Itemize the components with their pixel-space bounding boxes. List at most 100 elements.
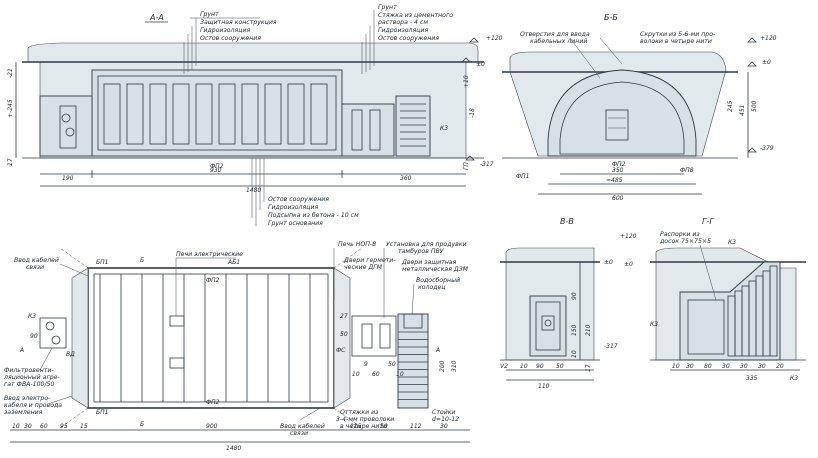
section-bb-title: Б-Б — [604, 13, 618, 22]
section-bb: Б-Б Отверстия для ввода кабельных линий … — [502, 13, 777, 202]
plan-callout-comm2-2: связи — [290, 430, 308, 437]
vv-dim-10-side: 10 — [571, 350, 578, 358]
plan-callout-pvu-1: Установка для продувки — [386, 241, 467, 248]
bb-dim-485: ≈485 — [606, 177, 623, 184]
bb-dim-350: 350 — [612, 167, 624, 174]
aa-chamber-rib — [310, 83, 328, 145]
vv-hatch-lock — [541, 315, 555, 331]
aa-callout-r-screed: Стяжка из цементного — [378, 12, 453, 19]
vv-dim-50: 50 — [556, 363, 564, 370]
vv-level-minus317: -317 — [604, 343, 618, 350]
gg-stair-step — [769, 265, 778, 357]
aa-dim-18: -18 — [469, 108, 476, 118]
vv-dim-150: 150 — [571, 324, 578, 336]
aa-dim-gp: ГП — [463, 162, 470, 170]
plan-dim-900: 900 — [206, 423, 218, 430]
bb-level-plus120: +120 — [760, 35, 777, 42]
plan-dim-50c: 50 — [388, 361, 396, 368]
plan-stair-treads — [398, 331, 428, 400]
plan-guy-wires — [59, 247, 363, 429]
bb-callout-twist-1: Скрутки из 5-6-ми про- — [640, 31, 715, 38]
gg-dim-20: 20 — [776, 363, 784, 370]
aa-chamber-ribs — [103, 83, 328, 145]
section-vv-title: В-В — [560, 217, 574, 226]
aa-filter-wheel — [61, 113, 71, 123]
plan-drainage-pit — [403, 313, 423, 329]
plan-callout-dzm-1: Двери защитная — [401, 259, 457, 266]
plan-callout-guy-3: в четыре нити — [340, 423, 387, 430]
bb-callout-cable-2: кабельных линий — [530, 37, 587, 45]
gg-callout-braces-2: досок 75×75×5 — [659, 238, 711, 245]
aa-chamber-rib — [103, 83, 121, 145]
gg-mark-k3-bottom: К3 — [790, 375, 798, 382]
aa-dim-10: +10 — [463, 75, 470, 88]
vv-level-zero: ±0 — [604, 259, 613, 266]
plan-callout-dzm-2: металлическая ДЗМ — [402, 266, 469, 273]
aa-callout-r-frame: Остов сооружения — [378, 35, 439, 42]
plan-callout-comm-2: связи — [26, 264, 44, 271]
plan-mark-fs: ФС — [336, 347, 346, 354]
plan-callout-comm-1: Ввод кабелей — [14, 256, 59, 264]
bb-callout-cable-1: Отверстия для ввода — [520, 31, 590, 38]
plan-callout-fva-1: Фильтровенти- — [4, 367, 54, 374]
plan-dim-30b: 30 — [440, 423, 448, 430]
plan-callout-well-1: Водосборный — [416, 276, 460, 284]
plan-dim-10c: 10 — [396, 371, 404, 378]
aa-dim-1480: 1480 — [246, 187, 261, 194]
plan-door-dzm — [379, 323, 391, 349]
aa-dim-21: -21 — [7, 68, 14, 78]
aa-level-zero: ±0 — [476, 61, 485, 68]
plan-mark-a-left: А — [19, 347, 24, 354]
aa-callout-protective: Защитная конструкция — [200, 19, 277, 26]
plan-mark-ab1: АБ1 — [227, 259, 240, 266]
aa-left-callouts: Грунт Защитная конструкция Гидроизоляция… — [183, 11, 277, 74]
aa-filter-wheel-2 — [65, 127, 75, 137]
bb-door — [605, 109, 629, 141]
aa-callout-b-ground: Грунт основания — [268, 220, 323, 227]
plan-dim-30: 30 — [24, 423, 32, 430]
aa-callout-r-waterproof: Гидроизоляция — [378, 27, 428, 34]
aa-callout-waterproof: Гидроизоляция — [200, 27, 250, 34]
plan-dim-60: 60 — [40, 423, 48, 430]
aa-callout-b-concrete: Подсыпка из бетона - 10 см — [268, 211, 359, 219]
aa-dim-17: 17 — [7, 158, 14, 166]
plan-dim-50: 50 — [380, 423, 388, 430]
aa-right-vestibule — [341, 103, 395, 157]
vv-dim-v2: V2 — [500, 363, 508, 370]
plan-dim-115: 115 — [350, 423, 362, 430]
section-gg: Г-Г Распорки из досок 75×75×5 +120 ±0 К3… — [620, 217, 806, 382]
gg-dim-80: 80 — [704, 363, 712, 370]
plan-mark-b-top: Б — [140, 257, 144, 264]
plan-callout-elec-2: кабеля и провода — [4, 401, 62, 409]
plan-right-endwall — [333, 267, 351, 409]
plan-main-chamber — [87, 267, 335, 409]
plan-dim-95: 95 — [60, 423, 68, 430]
aa-well-rungs — [400, 103, 426, 147]
bb-level-zero: ±0 — [762, 59, 771, 66]
aa-chamber-rib — [264, 83, 282, 145]
plan-dim-27: 27 — [340, 313, 348, 320]
aa-mark-k3: К3 — [440, 125, 448, 132]
gg-vestibule — [687, 299, 725, 355]
plan-dim-9: 9 — [364, 361, 368, 368]
gg-dim-335: 335 — [746, 375, 758, 382]
gg-dim-30b: 30 — [722, 363, 730, 370]
plan-dim-10: 10 — [12, 423, 20, 430]
plan-callout-nop8: Печь НОП-8 — [338, 241, 376, 248]
aa-dim-190: 190 — [62, 175, 74, 182]
aa-callout-soil: Грунт — [200, 11, 219, 18]
plan-callout-fva-3: гат ФВА-100/50 — [4, 381, 54, 388]
vv-dim-90: 90 — [571, 292, 578, 300]
bb-arch-inner — [559, 81, 685, 155]
plan-callout-dgm-2: ческие ДГМ — [344, 264, 383, 271]
section-gg-title: Г-Г — [702, 217, 714, 226]
plan-dim-310: 310 — [451, 360, 458, 372]
gg-callout-braces-1: Распорки из — [660, 231, 700, 238]
gg-level-plus120: +120 — [620, 233, 637, 240]
aa-callout-r-soil: Грунт — [378, 4, 397, 11]
plan-callout-post-2: d=10-12 — [432, 416, 459, 423]
vv-dim-17: 17 — [585, 364, 592, 372]
aa-callout-b-waterproof: Гидроизоляция — [268, 204, 318, 211]
aa-bottom-callouts: Остов сооружения Гидроизоляция Подсыпка … — [251, 158, 359, 227]
